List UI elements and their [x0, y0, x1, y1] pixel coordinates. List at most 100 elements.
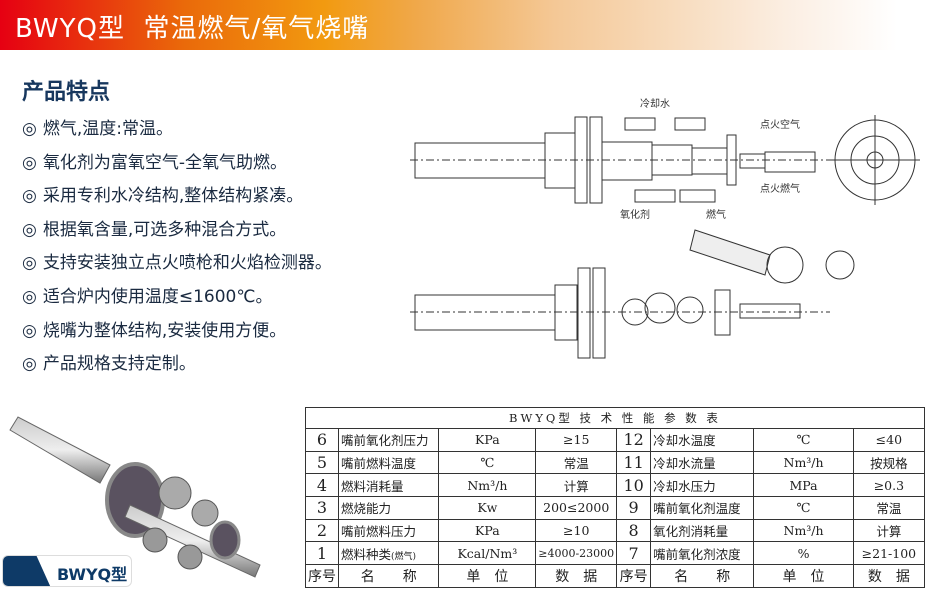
column-header: 数 据 — [852, 564, 925, 588]
cell-text: 3 — [316, 498, 328, 518]
burner-3d-render — [9, 416, 261, 578]
name-cell: 燃烧能力 — [337, 496, 440, 520]
cell-text: 冷却水温度 — [653, 433, 716, 449]
seq-cell: 9 — [616, 496, 652, 520]
feature-text: 支持安装独立点火喷枪和火焰检测器。 — [42, 253, 332, 274]
cell-text: ℃ — [480, 455, 495, 471]
column-header: 单 位 — [753, 564, 854, 588]
cell-text: ≥21-100 — [861, 545, 917, 561]
cell-text: 2 — [316, 521, 328, 541]
cell-text: 9 — [628, 498, 639, 518]
seq-cell: 10 — [616, 473, 652, 498]
cell-text: 按规格 — [870, 456, 908, 472]
cell-text: 200≤2000 — [543, 500, 610, 516]
bullet-icon: ◎ — [22, 186, 37, 207]
name-cell: 嘴前氧化剂温度 — [650, 496, 755, 520]
unit-cell: KPa — [438, 428, 537, 452]
feature-text: 采用专利水冷结构,整体结构紧凑。 — [42, 186, 304, 207]
seq-cell: 7 — [616, 541, 652, 566]
cell-text: 冷却水压力 — [653, 478, 716, 494]
badge-label: BWYQ型 — [57, 565, 128, 584]
seq-cell: 5 — [305, 450, 339, 475]
name-cell: 冷却水流量 — [650, 450, 755, 475]
bullet-icon: ◎ — [22, 219, 37, 240]
value-cell: ≥0.3 — [852, 473, 925, 498]
cell-text: ℃ — [796, 432, 811, 448]
name-cell: 嘴前氧化剂浓度 — [650, 541, 755, 566]
column-header: 单 位 — [438, 564, 537, 588]
unit-cell: ℃ — [753, 428, 854, 452]
value-cell: 计算 — [852, 518, 925, 543]
cell-text: 1 — [316, 543, 328, 563]
feature-item: ◎燃气,温度:常温。 — [22, 114, 173, 139]
bullet-icon: ◎ — [22, 320, 37, 341]
value-cell: ≥21-100 — [852, 541, 925, 566]
model-badge: BWYQ型 — [2, 555, 132, 587]
unit-cell: % — [753, 541, 854, 566]
feature-item: ◎产品规格支持定制。 — [22, 349, 196, 374]
feature-text: 适合炉内使用温度≤1600℃。 — [42, 287, 273, 307]
table-header-row: 序号名 称单 位数 据序号名 称单 位数 据 — [305, 564, 925, 588]
feature-text: 氧化剂为富氧空气-全氧气助燃。 — [42, 152, 287, 173]
cell-text: 7 — [628, 543, 639, 563]
cell-text: 燃料种类 — [341, 546, 392, 562]
cell-text: Nm³/h — [467, 477, 508, 493]
name-cell: 嘴前燃料压力 — [337, 518, 440, 543]
cell-text: MPa — [789, 477, 818, 493]
value-cell: 常温 — [535, 450, 618, 475]
table-title-row: BWYQ型 技 术 性 能 参 数 表 — [305, 407, 925, 429]
cell-text: 燃烧能力 — [341, 501, 392, 517]
cell-text: ≥0.3 — [873, 477, 905, 493]
value-cell: ≤40 — [852, 428, 925, 452]
cell-text: ≤40 — [875, 432, 903, 448]
label-ignition-air: 点火空气 — [760, 118, 800, 131]
value-cell: ≥10 — [535, 518, 618, 543]
page-title: BWYQ型 常温燃气/氧气烧嘴 — [15, 14, 370, 44]
cell-text: % — [797, 545, 810, 561]
cell-text: 4 — [316, 475, 328, 495]
cell-text: 嘴前氧化剂压力 — [341, 433, 429, 449]
cell-text: 燃料消耗量 — [341, 478, 404, 494]
value-cell: 200≤2000 — [535, 496, 618, 520]
cell-text: 10 — [623, 475, 644, 495]
unit-cell: KPa — [438, 518, 537, 543]
cell-text: 常温 — [563, 456, 589, 472]
cell-text: 嘴前燃料温度 — [341, 456, 417, 472]
cell-text: Nm³/h — [783, 455, 824, 471]
cell-text: 嘴前氧化剂浓度 — [653, 546, 741, 562]
column-header: 数 据 — [535, 564, 618, 588]
cell-text: KPa — [475, 432, 500, 448]
value-cell: 按规格 — [852, 450, 925, 475]
unit-cell: Nm³/h — [753, 518, 854, 543]
name-cell: 嘴前燃料温度 — [337, 450, 440, 475]
value-cell: ≥15 — [535, 428, 618, 452]
value-cell: 计算 — [535, 473, 618, 498]
label-fuel-gas: 燃气 — [706, 208, 726, 221]
cell-text: ℃ — [796, 500, 811, 516]
column-header: 序号 — [305, 564, 339, 588]
seq-cell: 2 — [305, 518, 339, 543]
value-cell: ≥4000-23000 — [535, 541, 618, 566]
bullet-icon: ◎ — [22, 354, 37, 375]
cell-text: 嘴前燃料压力 — [341, 524, 417, 540]
burner-top-view-drawing — [410, 229, 855, 359]
name-cell: 氧化剂消耗量 — [650, 518, 755, 543]
bullet-icon: ◎ — [22, 253, 37, 274]
fuel-note: (燃气) — [391, 551, 417, 562]
seq-cell: 1 — [305, 541, 339, 566]
bullet-icon: ◎ — [22, 152, 37, 173]
feature-item: ◎根据氧含量,可选多种混合方式。 — [22, 215, 286, 240]
unit-cell: ℃ — [753, 496, 854, 520]
feature-text: 根据氧含量,可选多种混合方式。 — [42, 219, 287, 240]
unit-cell: Kw — [438, 496, 537, 520]
badge-accent — [3, 556, 51, 586]
cell-text: 8 — [628, 521, 639, 541]
cell-text: 常温 — [876, 501, 902, 517]
cell-text: KPa — [475, 523, 500, 539]
name-cell: 冷却水压力 — [650, 473, 755, 498]
label-ignition-gas: 点火燃气 — [760, 182, 800, 195]
